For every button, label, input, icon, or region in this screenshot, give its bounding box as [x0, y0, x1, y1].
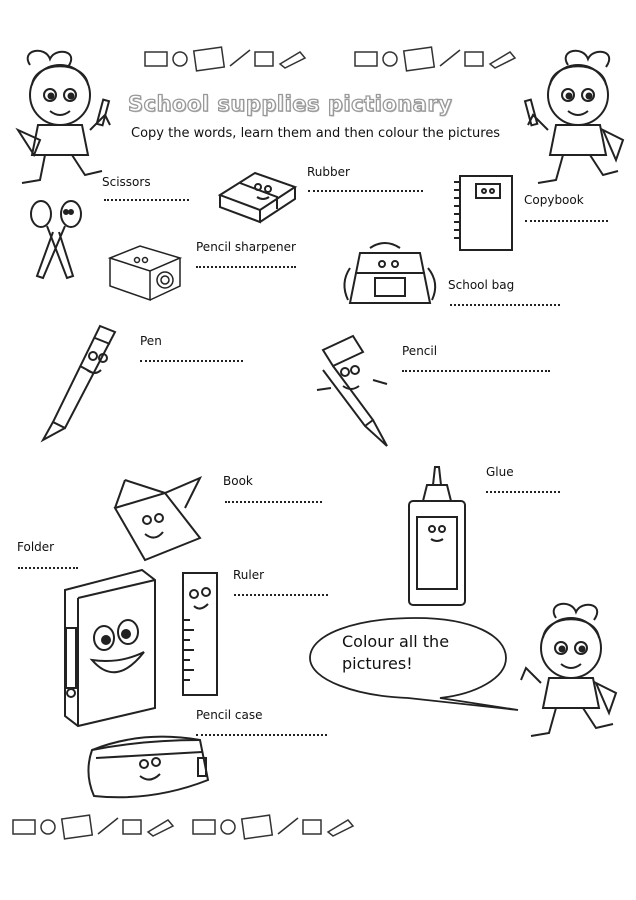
item-label-book: Book — [223, 474, 253, 488]
write-line-scissors[interactable] — [104, 199, 189, 201]
girl-character-icon — [520, 602, 618, 737]
copybook-icon — [454, 175, 513, 251]
write-line-folder[interactable] — [18, 567, 78, 569]
item-label-glue: Glue — [486, 465, 514, 479]
write-line-glue[interactable] — [486, 491, 560, 493]
book-icon — [113, 476, 203, 562]
school-bag-icon — [343, 242, 437, 304]
item-label-pencil: Pencil — [402, 344, 438, 358]
item-label-pencil-case: Pencil case — [196, 708, 263, 722]
write-line-school-bag[interactable] — [450, 304, 560, 306]
pen-icon — [40, 324, 117, 443]
instructions: Copy the words, learn them and then colo… — [131, 126, 501, 141]
speech-bubble-text: Colour all the pictures! — [342, 632, 450, 673]
pencil-icon — [316, 334, 388, 447]
write-line-copybook[interactable] — [525, 220, 608, 222]
pencil-case-icon — [87, 735, 210, 799]
item-label-rubber: Rubber — [307, 165, 350, 179]
write-line-pen[interactable] — [140, 360, 243, 362]
item-label-scissors: Scissors — [102, 175, 151, 189]
item-label-pen: Pen — [140, 334, 162, 348]
write-line-pencil-sharpener[interactable] — [196, 266, 296, 268]
item-label-folder: Folder — [17, 540, 55, 554]
girl-character-icon — [523, 49, 625, 184]
write-line-pencil[interactable] — [402, 370, 550, 372]
rubber-icon — [217, 171, 298, 224]
write-line-ruler[interactable] — [234, 594, 328, 596]
item-label-school-bag: School bag — [448, 278, 515, 292]
speech-bubble — [309, 617, 519, 711]
item-label-copybook: Copybook — [524, 193, 584, 207]
write-line-pencil-case[interactable] — [196, 734, 327, 736]
school-supplies-border-icon — [192, 814, 355, 840]
write-line-rubber[interactable] — [308, 190, 423, 192]
item-label-ruler: Ruler — [233, 568, 265, 582]
folder-icon — [64, 568, 156, 728]
scissors-icon — [30, 200, 82, 280]
girl-character-icon — [15, 49, 111, 184]
page-title: School supplies pictionary — [127, 91, 453, 116]
school-supplies-border-icon — [354, 46, 517, 72]
school-supplies-border-icon — [12, 814, 175, 840]
write-line-book[interactable] — [225, 501, 322, 503]
glue-icon — [408, 466, 466, 606]
item-label-pencil-sharpener: Pencil sharpener — [196, 240, 296, 254]
ruler-icon — [182, 572, 218, 696]
pencil-sharpener-icon — [107, 245, 183, 302]
school-supplies-border-icon — [144, 46, 307, 72]
